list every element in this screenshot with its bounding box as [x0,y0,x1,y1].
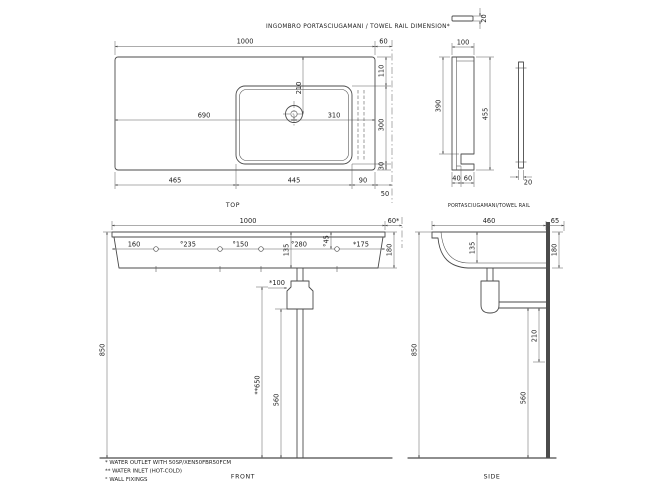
dim-top-basin-inset: 110 [378,65,386,78]
view-front: 1000 60* 160 °235 °150 °280 135 °45 *175… [99,217,403,481]
dim-top-bottom-right: 90 [359,177,367,185]
note-wall-fixings: ° WALL FIXINGS [105,477,148,483]
sheet-title: INGOMBRO PORTASCIUGAMANI / TOWEL RAIL DI… [266,24,450,30]
rail-bracket-profile [451,56,475,171]
dim-rail-bar-thickness: 20 [524,179,532,187]
dim-side-outlet-height: 560 [520,392,528,405]
view-label-side: SIDE [484,474,501,481]
dim-front-outlet-height: 560 [273,394,281,407]
front-dimension-lines [103,217,403,459]
note-water-outlet: * WATER OUTLET WITH 50SP/XEN50FBR50FCM [105,460,231,466]
wall-fixing-hole [258,246,264,252]
dim-rail-foot-front: 40 [452,175,460,183]
dim-top-basin-bottom-inset: 30 [378,162,386,170]
dim-rail-foot-back: 60 [464,175,472,183]
notes-block: * WATER OUTLET WITH 50SP/XEN50FBR50FCM *… [105,460,231,483]
dim-top-bottom-left: 465 [169,177,182,185]
view-side: 460 65 135 180 210 850 560 SIDE [407,217,565,481]
dim-front-inlet-height: **650 [254,375,262,394]
dim-front-inlet-from-edge: *175 [353,241,369,249]
dim-rail-bracket-height: 390 [435,100,443,113]
dim-top-tap-right: 310 [328,112,341,120]
view-top: 1000 60 110 210 690 310 300 30 465 445 9… [114,38,393,209]
rail-plan-bar [451,8,483,29]
dim-front-fix2: °235 [180,241,196,249]
sink-outline-top [114,56,376,171]
siphon-side [480,267,547,314]
water-inlet-hole [334,246,340,252]
dim-side-front-height: 180 [551,244,559,257]
siphon-front [286,267,314,459]
dim-top-bottom-center: 445 [288,177,301,185]
dim-front-height: 180 [386,244,394,257]
view-towel-rail: 20 [435,8,532,209]
dim-top-tap-left: 690 [198,112,211,120]
dim-side-rail-gap: 65 [551,217,559,225]
dim-front-rim-height: 850 [99,344,107,357]
dim-front-outlet-offset: *100 [269,279,285,287]
dim-front-rail-gap: 60* [388,217,400,225]
rail-bar-front [515,61,527,169]
dim-front-fix1: 160 [128,241,141,249]
dim-rail-bracket-depth: 100 [457,39,470,47]
view-label-top: TOP [225,202,240,209]
dim-front-fix3: °150 [233,241,249,249]
dim-top-overall-width: 1000 [237,38,254,46]
dim-top-basin-length: 300 [378,119,386,132]
dim-top-tap-front: 210 [295,82,303,95]
dim-side-bowl-depth: 135 [469,242,477,255]
view-label-towel-rail: PORTASCIUGAMANI/TOWEL RAIL [448,203,530,209]
dim-front-fix4: °280 [291,241,307,249]
side-dimension-lines [415,221,565,459]
wall-fixing-hole [153,246,159,252]
dim-front-depth-to-holes: 135 [283,244,291,257]
wall-section [546,222,550,458]
dim-rail-plan-thickness: 20 [480,14,488,22]
sink-outline-side [431,231,547,269]
dim-side-rim-height: 850 [411,344,419,357]
wall-fixing-hole [217,246,223,252]
dim-rail-overall-height: 455 [482,108,490,121]
note-water-inlet: ** WATER INLET (HOT-COLD) [105,469,182,475]
dim-front-overall-width: 1000 [240,217,257,225]
view-label-front: FRONT [231,474,255,481]
dim-side-overall-depth: 460 [483,217,496,225]
dim-side-trap-length: 210 [531,330,539,343]
dim-front-hole-drop: °45 [323,235,331,247]
rail-dimension-lines [439,43,532,187]
dim-top-rail-gap-bottom: 50 [381,190,389,198]
top-dimension-lines [114,40,393,203]
dim-top-rail-gap: 60 [379,38,387,46]
tap-hole-icon [283,101,305,127]
sink-outline-front [111,231,386,272]
